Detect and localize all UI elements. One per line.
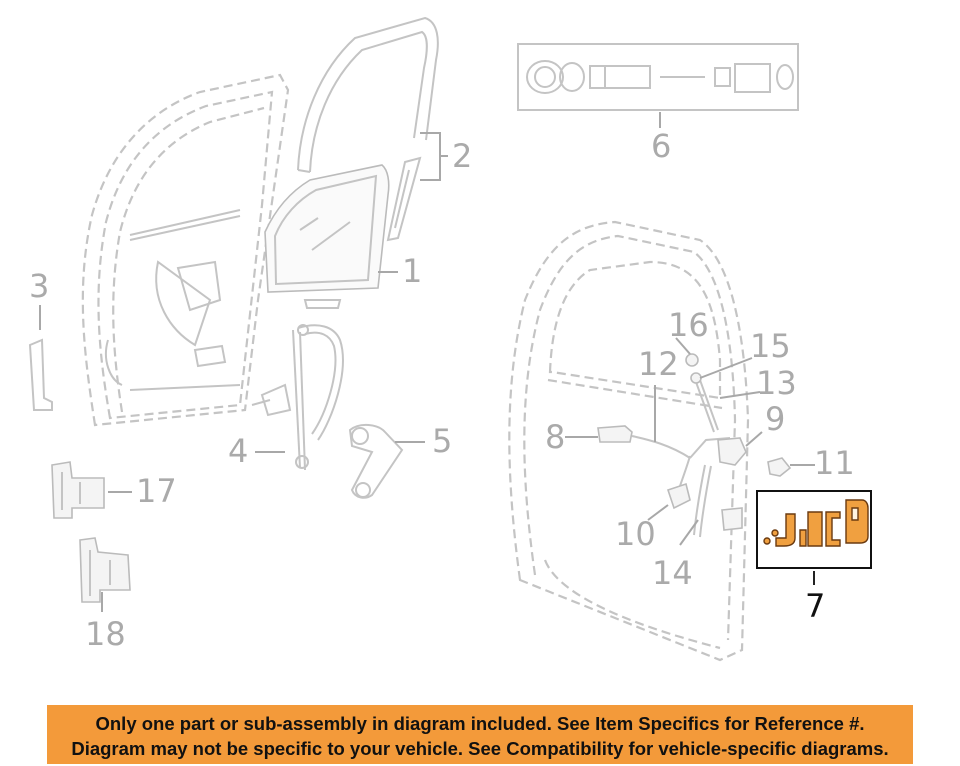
notice-line-1: Only one part or sub-assembly in diagram… — [95, 713, 865, 734]
callout-11: 11 — [814, 444, 855, 482]
callout-2: 2 — [452, 137, 473, 175]
callout-10: 10 — [615, 515, 656, 553]
callout-4: 4 — [228, 432, 249, 470]
callout-8: 8 — [545, 418, 566, 456]
door-hinge-upper — [51, 461, 105, 519]
left-door-frame — [81, 73, 290, 427]
parts-diagram — [28, 16, 872, 662]
callout-16: 16 — [668, 306, 709, 344]
notice-line-2: Diagram may not be specific to your vehi… — [71, 738, 889, 759]
callout-9: 9 — [765, 400, 786, 438]
callout-13: 13 — [756, 364, 797, 402]
callout-5: 5 — [432, 422, 453, 460]
callout-17: 17 — [136, 472, 177, 510]
callout-15: 15 — [750, 327, 791, 365]
window-regulator — [251, 324, 344, 471]
callout-3: 3 — [29, 267, 50, 305]
callout-12: 12 — [638, 345, 679, 383]
door-latch-assembly — [597, 353, 792, 538]
door-glass — [264, 164, 390, 309]
window-crank — [348, 424, 404, 499]
weatherstrip — [28, 338, 53, 411]
notice-banner: Only one part or sub-assembly in diagram… — [47, 705, 913, 764]
door-hinge-lower — [79, 537, 131, 603]
leader-lines — [39, 112, 815, 612]
callout-7: 7 — [805, 587, 826, 625]
highlighted-part-7 — [756, 490, 872, 569]
callout-1: 1 — [402, 252, 423, 290]
callout-6: 6 — [651, 127, 672, 165]
right-door-frame — [508, 220, 750, 662]
callout-18: 18 — [85, 615, 126, 653]
lock-cylinder-kit — [517, 43, 799, 111]
window-run-channel — [297, 16, 439, 242]
callout-14: 14 — [652, 554, 693, 592]
